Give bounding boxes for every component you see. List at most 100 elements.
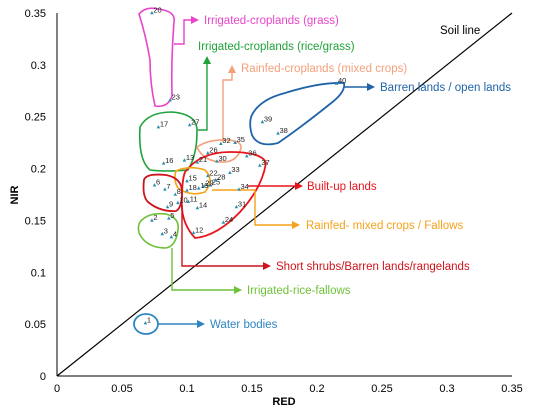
group-label-barren-lands: Barren lands / open lands	[380, 82, 511, 94]
data-point-marker	[185, 188, 189, 192]
connector-rainfed-mixed	[222, 70, 233, 142]
data-point-label: 31	[238, 199, 246, 208]
outline-short-shrubs	[142, 173, 183, 212]
data-point-label: 6	[156, 178, 160, 187]
data-point-marker	[161, 161, 166, 165]
y-tick-label: 0.1	[31, 267, 46, 279]
data-point-label: 5	[170, 211, 174, 220]
data-point-label: 20	[153, 6, 161, 15]
data-point-label: 39	[264, 114, 272, 123]
arrow-rainfed-fallows	[292, 221, 300, 229]
connector-irrigated-grass	[174, 19, 194, 45]
data-point-marker	[168, 98, 172, 102]
x-axis-title: RED	[272, 396, 295, 408]
data-point-label: 29	[205, 179, 213, 188]
y-tick-label: 0.2	[31, 164, 46, 176]
group-label-short-shrubs: Short shrubs/Barren lands/rangelands	[276, 261, 470, 273]
data-point-label: 4	[173, 230, 177, 239]
data-point-label: 17	[160, 120, 168, 129]
y-tick-label: 0.05	[25, 319, 46, 331]
group-label-irrigated-grass: Irrigated-croplands (grass)	[204, 15, 339, 27]
data-point-marker	[276, 131, 280, 135]
y-tick-label: 0.25	[25, 112, 46, 124]
data-point-label: 22	[209, 168, 217, 177]
arrow-barren-lands	[367, 83, 375, 91]
data-points: 1234567891011121314151617181920212223242…	[143, 6, 346, 325]
y-tick-labels: 0 0.05 0.1 0.15 0.2 0.25 0.3 0.35	[25, 8, 46, 383]
group-label-built-up: Built-up lands	[307, 181, 377, 193]
data-point-marker	[182, 158, 187, 162]
data-point-label: 40	[338, 76, 346, 85]
group-label-rainfed-mixed: Rainfed-croplands (mixed crops)	[241, 63, 407, 75]
data-point-marker	[185, 179, 189, 183]
data-point-label: 34	[241, 182, 249, 191]
data-point-label: 24	[225, 215, 233, 224]
data-point-marker	[195, 205, 200, 210]
data-point-marker	[150, 11, 154, 15]
arrow-irrigated-rice-grass	[203, 56, 211, 64]
data-point-marker	[176, 200, 180, 205]
data-point-label: 7	[166, 182, 170, 191]
data-point-label: 1	[147, 316, 151, 325]
data-point-label: 25	[212, 178, 220, 187]
data-point-marker	[228, 170, 232, 175]
data-point-label: 10	[179, 195, 187, 204]
outline-irrigated-rice-fallows	[137, 212, 180, 249]
data-point-label: 13	[186, 153, 194, 162]
data-point-label: 2	[153, 213, 157, 222]
data-point-label: 26	[209, 146, 217, 155]
data-point-label: 12	[195, 225, 203, 234]
y-axis-title: NIR	[9, 185, 21, 204]
outline-irrigated-grass	[138, 7, 175, 108]
connector-irrigated-rice-fallows	[171, 248, 236, 291]
arrow-built-up	[295, 182, 303, 190]
x-tick-label: 0	[54, 383, 60, 395]
data-point-marker	[186, 199, 191, 204]
arrow-rainfed-mixed	[228, 65, 236, 73]
data-point-marker	[187, 123, 192, 127]
data-point-marker	[156, 125, 161, 129]
group-label-rainfed-fallows: Rainfed- mixed crops / Fallows	[306, 220, 463, 232]
arrow-irrigated-rice-fallows	[234, 286, 242, 294]
connector-irrigated-rice-grass	[198, 62, 208, 131]
soil-line-label: Soil line	[440, 25, 480, 37]
data-point-marker	[167, 216, 171, 220]
data-point-label: 23	[172, 93, 180, 102]
data-point-marker	[169, 235, 174, 239]
y-tick-label: 0.3	[31, 60, 46, 72]
outline-irrigated-rice-grass	[138, 111, 198, 172]
data-point-label: 38	[280, 126, 288, 135]
x-tick-label: 0.15	[241, 383, 262, 395]
data-point-label: 16	[165, 156, 173, 165]
data-point-marker	[234, 204, 239, 209]
x-tick-label: 0.05	[111, 383, 132, 395]
group-label-irrigated-rice-fallows: Irrigated-rice-fallows	[247, 285, 351, 297]
data-point-label: 11	[190, 194, 198, 203]
data-point-marker	[215, 159, 219, 163]
data-point-marker	[258, 163, 262, 167]
data-point-marker	[152, 183, 157, 187]
y-tick-label: 0.35	[25, 8, 46, 20]
data-point-label: 28	[217, 172, 225, 181]
group-label-water-bodies: Water bodies	[210, 319, 278, 331]
data-point-marker	[195, 160, 200, 164]
y-tick-label: 0.15	[25, 215, 46, 227]
y-tick-label: 0	[40, 371, 46, 383]
data-point-marker	[206, 173, 210, 178]
data-point-marker	[237, 187, 241, 191]
data-point-label: 36	[248, 149, 256, 158]
soil-line	[56, 12, 513, 377]
outline-barren-lands	[249, 82, 346, 146]
data-point-label: 27	[191, 118, 199, 127]
data-point-marker	[233, 140, 237, 144]
arrow-short-shrubs	[263, 262, 271, 270]
data-point-label: 9	[169, 199, 173, 208]
data-point-marker	[160, 231, 165, 236]
arrow-irrigated-grass	[191, 16, 199, 24]
group-label-irrigated-rice-grass: Irrigated-croplands (rice/grass)	[198, 41, 355, 53]
outline-rainfed-mixed	[196, 139, 242, 163]
data-point-marker	[165, 204, 170, 209]
data-point-marker	[202, 184, 206, 188]
